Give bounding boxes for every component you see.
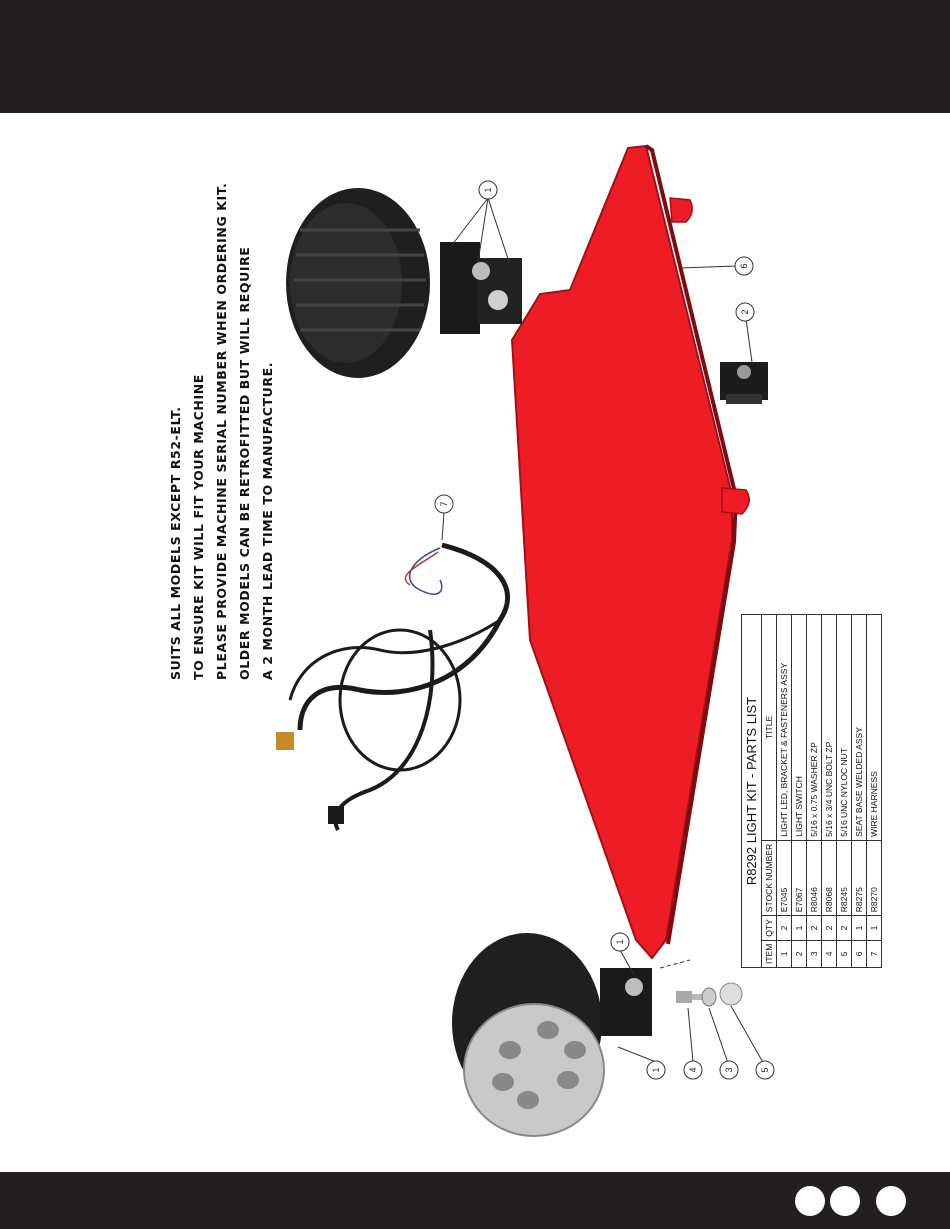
table-row: 1 2 E7045 LIGHT LED, BRACKET & FASTENERS…: [776, 614, 792, 968]
header-title: TITLE: [761, 614, 777, 841]
page-dot-3: [876, 1186, 906, 1216]
row-stock-number: R8245: [836, 840, 852, 916]
header-item: ITEM: [761, 940, 777, 968]
row-stock-number: R8270: [866, 840, 882, 916]
note-line-5: A 2 MONTH LEAD TIME TO MANUFACTURE.: [260, 361, 275, 680]
row-title: SEAT BASE WELDED ASSY: [851, 614, 867, 841]
row-item: 1: [776, 940, 792, 968]
row-qty: 1: [866, 915, 882, 941]
row-item: 6: [851, 940, 867, 968]
callout-5: 5: [760, 1067, 770, 1072]
row-title: 5/16 x 0.75 WASHER ZP: [806, 614, 822, 841]
row-item: 7: [866, 940, 882, 968]
table-row: 5 2 R8245 5/16 UNC NYLOC NUT: [836, 614, 852, 968]
assembly-drawing: 1 6 2 7 1 1 4 3 5: [276, 144, 775, 1137]
led-light-top: [286, 188, 522, 378]
row-qty: 1: [791, 915, 807, 941]
footer-bar: [0, 1172, 950, 1229]
row-stock-number: R8046: [806, 840, 822, 916]
row-title: 5/16 x 3/4 UNC BOLT ZP: [821, 614, 837, 841]
header-stock-number: STOCK NUMBER: [761, 840, 777, 916]
row-qty: 2: [821, 915, 837, 941]
callout-7: 7: [439, 501, 449, 506]
row-stock-number: R8068: [821, 840, 837, 916]
leader-lines: [441, 197, 766, 1067]
row-item: 5: [836, 940, 852, 968]
table-row: 4 2 R8068 5/16 x 3/4 UNC BOLT ZP: [821, 614, 837, 968]
callout-2: 2: [740, 309, 750, 314]
seat-base-plate: [510, 144, 750, 960]
wire-harness: [276, 542, 511, 831]
row-stock-number: E7067: [791, 840, 807, 916]
kit-notes: SUITS ALL MODELS EXCEPT R52-ELT. TO ENSU…: [168, 60, 288, 680]
callouts: 1 6 2 7 1 1 4 3 5: [434, 180, 775, 1080]
row-title: WIRE HARNESS: [866, 614, 882, 841]
callout-1-bottom: 1: [651, 1067, 661, 1072]
parts-list-title: R8292 LIGHT KIT - PARTS LIST: [741, 614, 762, 968]
page-dot-2: [830, 1186, 860, 1216]
row-item: 4: [821, 940, 837, 968]
page-dot-1: [795, 1186, 825, 1216]
row-title: LIGHT LED, BRACKET & FASTENERS ASSY: [776, 614, 792, 841]
table-row: 3 2 R8046 5/16 x 0.75 WASHER ZP: [806, 614, 822, 968]
note-line-3: PLEASE PROVIDE MACHINE SERIAL NUMBER WHE…: [214, 182, 229, 680]
callout-3: 3: [724, 1067, 734, 1072]
parts-list-table: R8292 LIGHT KIT - PARTS LIST ITEM QTY ST…: [741, 614, 882, 968]
row-qty: 2: [836, 915, 852, 941]
table-row: 6 1 R8275 SEAT BASE WELDED ASSY: [851, 614, 867, 968]
row-item: 2: [791, 940, 807, 968]
row-qty: 1: [851, 915, 867, 941]
note-line-2: TO ENSURE KIT WILL FIT YOUR MACHINE: [191, 374, 206, 680]
note-line-4: OLDER MODELS CAN BE RETROFITTED BUT WILL…: [237, 246, 252, 680]
light-switch: [720, 362, 768, 404]
callout-1-mid: 1: [615, 939, 625, 944]
callout-1-top: 1: [483, 187, 493, 192]
row-title: LIGHT SWITCH: [791, 614, 807, 841]
table-row: 7 1 R8270 WIRE HARNESS: [866, 614, 882, 968]
row-stock-number: R8275: [851, 840, 867, 916]
table-row: 2 1 E7067 LIGHT SWITCH: [791, 614, 807, 968]
led-light-bottom: [452, 933, 652, 1137]
header-qty: QTY: [761, 915, 777, 941]
header-bar: [0, 0, 950, 113]
fastener-stack: [676, 982, 743, 1007]
row-qty: 2: [806, 915, 822, 941]
note-line-1: SUITS ALL MODELS EXCEPT R52-ELT.: [168, 406, 183, 680]
row-item: 3: [806, 940, 822, 968]
callout-4: 4: [688, 1067, 698, 1072]
row-title: 5/16 UNC NYLOC NUT: [836, 614, 852, 841]
callout-6: 6: [739, 263, 749, 268]
row-stock-number: E7045: [776, 840, 792, 916]
row-qty: 2: [776, 915, 792, 941]
